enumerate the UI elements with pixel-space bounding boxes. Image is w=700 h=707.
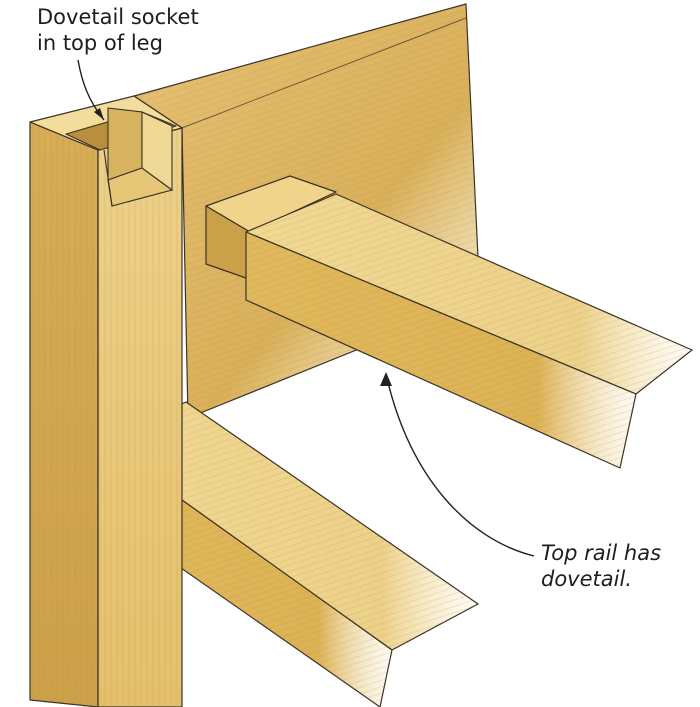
callout-socket-line2: in top of leg (37, 31, 163, 55)
leader-rail (380, 372, 535, 557)
callout-rail-line1: Top rail has (541, 541, 662, 565)
leader-socket (77, 59, 105, 121)
callout-dovetail-socket: Dovetail socket in top of leg (37, 4, 199, 56)
callout-socket-line1: Dovetail socket (37, 5, 199, 29)
callout-rail-line2: dovetail. (541, 567, 632, 591)
dovetail-socket (65, 107, 177, 207)
top-rail (205, 175, 693, 469)
callout-top-rail: Top rail has dovetail. (541, 540, 661, 592)
